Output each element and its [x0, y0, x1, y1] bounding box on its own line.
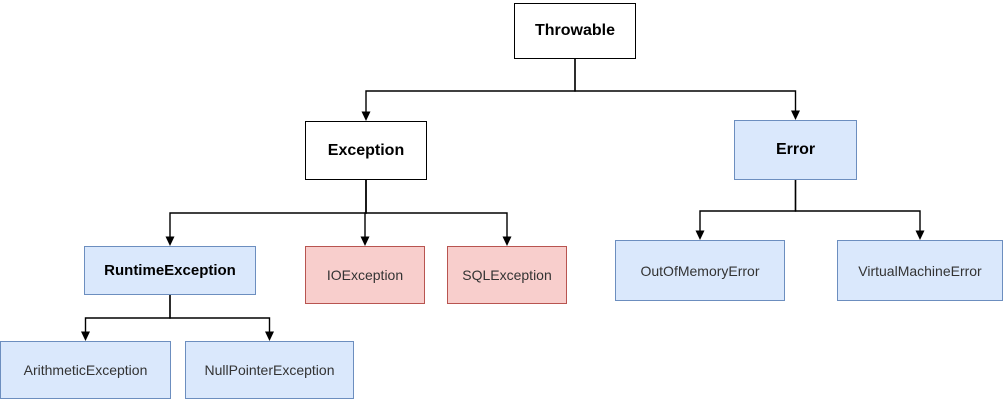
edge-error-to-virtual-machine-error: [794, 180, 921, 232]
edge-exception-to-runtime-exception: [169, 180, 367, 238]
arrowhead-exception: [361, 111, 371, 121]
node-virtual-machine-error: VirtualMachineError: [837, 240, 1003, 301]
arrowhead-error: [791, 110, 800, 120]
arrowhead-sql-exception: [502, 236, 512, 246]
edge-throwable-to-error: [574, 59, 797, 112]
arrowhead-arithmetic-exception: [81, 331, 90, 341]
node-sql-exception: SQLException: [447, 246, 567, 304]
arrowhead-virtual-machine-error: [915, 230, 925, 240]
arrowhead-null-pointer-exception: [265, 331, 274, 341]
node-throwable: Throwable: [514, 3, 636, 59]
node-null-pointer-exception: NullPointerException: [185, 341, 354, 399]
edge-runtime-exception-to-null-pointer-exception: [169, 295, 271, 333]
arrowhead-out-of-memory-error: [695, 230, 705, 240]
edge-error-to-out-of-memory-error: [699, 180, 797, 232]
node-runtime-exception: RuntimeException: [84, 246, 256, 295]
node-exception: Exception: [305, 121, 427, 180]
node-arithmetic-exception: ArithmeticException: [0, 341, 171, 399]
node-error: Error: [734, 120, 857, 180]
arrowhead-runtime-exception: [165, 236, 175, 246]
node-out-of-memory-error: OutOfMemoryError: [615, 240, 785, 301]
edge-exception-to-sql-exception: [365, 180, 508, 238]
edge-runtime-exception-to-arithmetic-exception: [84, 295, 171, 333]
edge-exception-to-io-exception: [364, 180, 367, 238]
node-io-exception: IOException: [305, 246, 425, 304]
arrowhead-io-exception: [360, 236, 370, 246]
edge-throwable-to-exception: [365, 59, 576, 113]
